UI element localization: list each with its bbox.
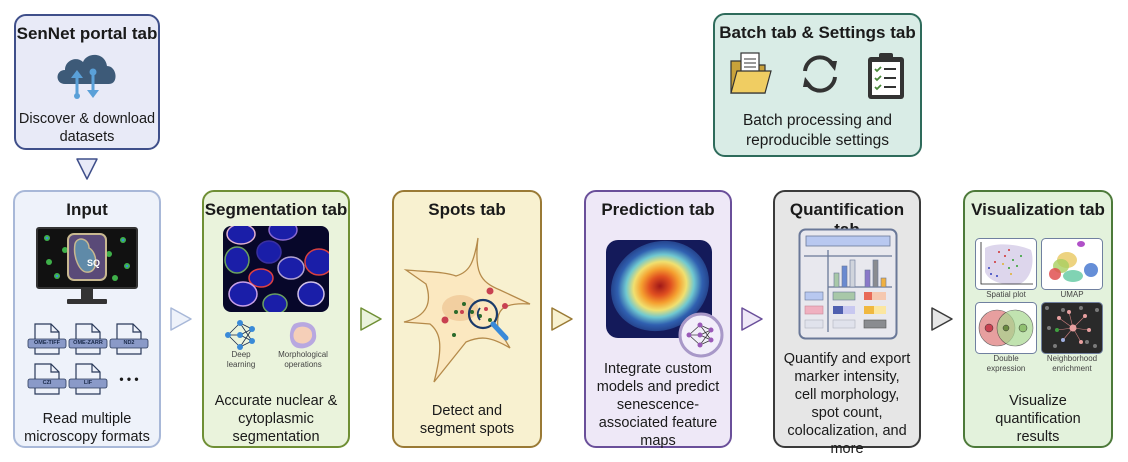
spatial-plot-icon <box>975 238 1037 290</box>
morphology-blob-icon <box>286 320 320 350</box>
segmentation-tab-panel[interactable]: Segmentation tab <box>202 190 350 448</box>
double-expression-icon <box>975 302 1037 354</box>
spots-description: Detect and segment spots <box>394 402 540 438</box>
spots-title: Spots tab <box>428 200 506 219</box>
spots-desc-line: segment spots <box>419 421 515 437</box>
umap-icon <box>1041 238 1103 290</box>
refresh-icon <box>797 51 843 101</box>
batch-description: Batch processing and reproducible settin… <box>715 111 920 151</box>
prediction-desc-line: models and predict <box>596 379 720 395</box>
senet-desc-line: Discover & download <box>18 111 156 127</box>
monitor-label: SQ <box>87 258 100 268</box>
spots-tab-panel[interactable]: Spots tab Detect and segment spots <box>392 190 542 448</box>
neighborhood-enrichment-label: Neighborhood <box>1046 354 1098 363</box>
model-network-icon <box>678 312 724 358</box>
file-format-icon: OME-ZARR <box>68 322 108 356</box>
file-format-label: ND2 <box>123 340 135 346</box>
batch-desc-line: reproducible settings <box>745 132 890 149</box>
prediction-desc-line: senescence- <box>616 397 700 413</box>
file-format-label: LIF <box>83 380 93 386</box>
visualization-desc-line: quantification <box>995 411 1081 427</box>
cell-spots-icon <box>400 232 536 392</box>
quantification-desc-line: marker intensity, <box>794 369 900 385</box>
input-title: Input <box>66 200 108 219</box>
neural-network-icon <box>224 320 258 350</box>
senet-description: Discover & download datasets <box>16 110 158 146</box>
segmentation-description: Accurate nuclear & cytoplasmic segmentat… <box>204 392 348 446</box>
input-desc-line: Read multiple <box>42 411 132 427</box>
deep-learning-label: Deep <box>231 350 251 359</box>
file-format-label: OME-TIFF <box>34 340 60 346</box>
prediction-desc-line: Integrate custom <box>604 361 712 377</box>
right-arrow-icon <box>740 306 764 332</box>
right-arrow-icon <box>359 306 383 332</box>
folder-icon <box>729 51 773 101</box>
quantification-desc-line: more <box>830 441 864 457</box>
table-chart-icon <box>798 228 898 340</box>
monitor-icon: SQ <box>35 226 139 308</box>
senet-desc-line: datasets <box>59 129 115 145</box>
cloud-upload-download-icon <box>51 50 123 102</box>
more-formats-ellipsis: • • • <box>119 372 139 386</box>
double-expression-panel: Double expression <box>975 302 1037 374</box>
neighborhood-enrichment-icon <box>1041 302 1103 354</box>
deep-learning-label: learning <box>226 360 256 369</box>
quantification-desc-line: colocalization, and <box>787 423 907 439</box>
file-format-label: CZI <box>42 380 52 386</box>
morphological-operations-method: Morphological operations <box>278 320 328 370</box>
morphological-label: Morphological <box>278 350 328 359</box>
right-arrow-icon <box>550 306 574 332</box>
senet-portal-tab-panel[interactable]: SenNet portal tab Discover & download da… <box>14 14 160 150</box>
file-format-icon: OME-TIFF <box>27 322 67 356</box>
segmentation-desc-line: segmentation <box>232 429 320 445</box>
visualization-tab-panel[interactable]: Visualization tab Spatial plot <box>963 190 1113 448</box>
right-arrow-icon <box>169 306 193 332</box>
clipboard-checklist-icon <box>866 51 906 101</box>
neighborhood-enrichment-panel: Neighborhood enrichment <box>1041 302 1103 374</box>
quantification-desc-line: Quantify and export <box>783 351 911 367</box>
umap-panel: UMAP <box>1041 238 1103 300</box>
right-arrow-icon <box>930 306 954 332</box>
prediction-title: Prediction tab <box>601 200 715 219</box>
segmentation-image <box>223 226 329 312</box>
morphological-label: operations <box>284 360 322 369</box>
quantification-description: Quantify and export marker intensity, ce… <box>775 350 919 458</box>
visualization-desc-line: results <box>1016 429 1060 445</box>
prediction-tab-panel[interactable]: Prediction tab In <box>584 190 732 450</box>
segmentation-desc-line: cytoplasmic <box>238 411 314 427</box>
file-format-icon: CZI <box>27 362 67 396</box>
file-format-label: OME-ZARR <box>73 340 103 346</box>
quantification-desc-line: cell morphology, <box>794 387 900 403</box>
quantification-desc-line: spot count, <box>811 405 883 421</box>
quantification-tab-panel[interactable]: Quantification tab Quantify and expor <box>773 190 921 457</box>
spots-desc-line: Detect and <box>431 403 503 419</box>
senet-title: SenNet portal tab <box>16 24 158 43</box>
visualization-description: Visualize quantification results <box>965 392 1111 446</box>
batch-desc-line: Batch processing and <box>742 112 893 129</box>
spatial-plot-label: Spatial plot <box>986 290 1026 299</box>
file-format-icon: ND2 <box>109 322 149 356</box>
visualization-title: Visualization tab <box>971 200 1105 219</box>
batch-settings-tab-panel[interactable]: Batch tab & Settings tab <box>713 13 922 157</box>
prediction-desc-line: maps <box>640 433 676 449</box>
segmentation-desc-line: Accurate nuclear & <box>214 393 338 409</box>
neighborhood-enrichment-label: enrichment <box>1052 364 1092 373</box>
heatmap-image <box>606 240 712 338</box>
input-desc-line: microscopy formats <box>24 429 150 445</box>
file-format-icon: LIF <box>68 362 108 396</box>
down-arrow-icon <box>75 157 99 181</box>
double-expression-label: expression <box>986 364 1026 373</box>
batch-title: Batch tab & Settings tab <box>719 23 916 42</box>
visualization-desc-line: Visualize <box>1009 393 1067 409</box>
input-description: Read multiple microscopy formats <box>15 410 159 446</box>
double-expression-label: Double <box>993 354 1019 363</box>
umap-label: UMAP <box>1060 290 1084 299</box>
prediction-desc-line: associated feature <box>598 415 718 431</box>
spatial-plot-panel: Spatial plot <box>975 238 1037 300</box>
prediction-description: Integrate custom models and predict sene… <box>586 360 730 450</box>
segmentation-title: Segmentation tab <box>204 200 348 219</box>
deep-learning-method: Deep learning <box>224 320 258 370</box>
